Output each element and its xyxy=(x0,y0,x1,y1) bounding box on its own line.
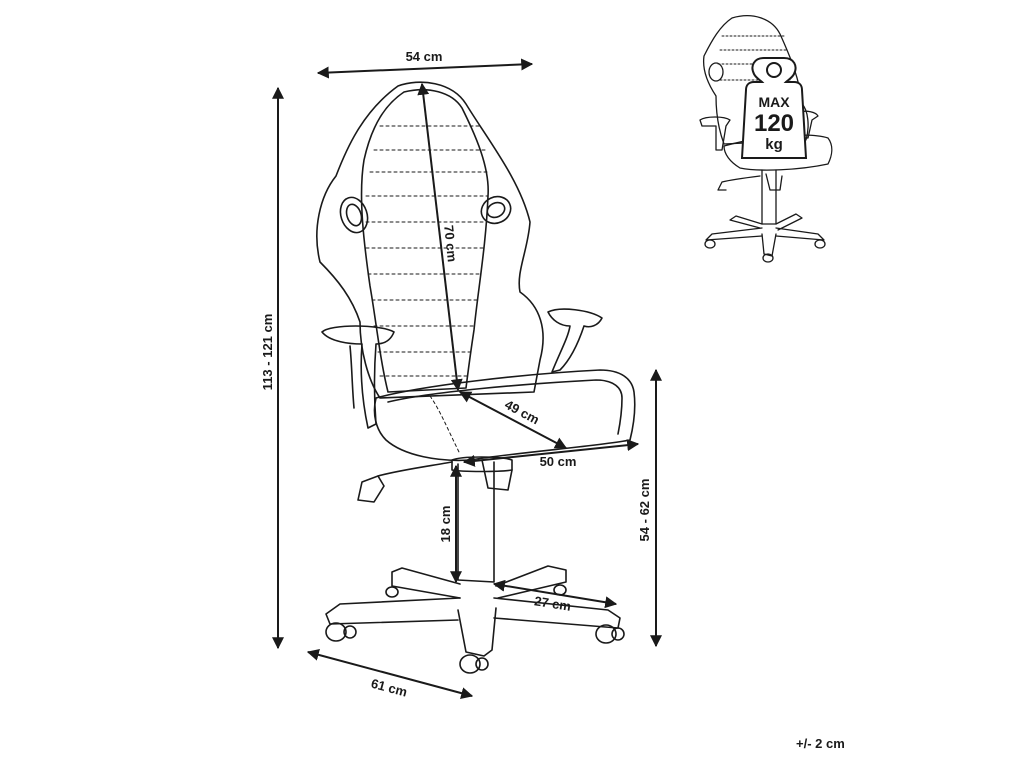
right-head-hole xyxy=(480,195,512,225)
backrest xyxy=(316,81,544,399)
gas-lift xyxy=(457,461,495,583)
base-width-arrow xyxy=(306,649,474,699)
seat-depth-arrow xyxy=(458,391,568,449)
base-leg-front xyxy=(457,607,497,657)
main-chair-drawing xyxy=(316,81,636,674)
backrest-arrow xyxy=(417,82,463,392)
base-radius-arrow xyxy=(492,579,618,609)
backrest-panel xyxy=(360,88,489,393)
seat-depth-label: 49 cm xyxy=(502,397,542,428)
height-lever xyxy=(377,461,453,477)
capacity-unit: kg xyxy=(765,136,783,153)
base-leg-left xyxy=(325,597,461,625)
width-label: 54 cm xyxy=(406,49,443,64)
right-armrest xyxy=(547,308,603,373)
gas-lift-label: 18 cm xyxy=(438,506,453,543)
tolerance-note: +/- 2 cm xyxy=(796,736,845,751)
seat-height-label: 54 - 62 cm xyxy=(637,479,652,542)
left-armrest xyxy=(321,325,395,429)
caster-back-left xyxy=(385,586,399,598)
small-left-armrest xyxy=(699,116,731,151)
backrest-stitching xyxy=(365,125,489,377)
weight-icon xyxy=(740,57,808,159)
capacity-chair-drawing xyxy=(699,15,833,263)
base-radius-label: 27 cm xyxy=(533,593,572,614)
backrest-label: 70 cm xyxy=(441,224,460,262)
dimension-lines xyxy=(272,58,662,699)
capacity-max-label: MAX xyxy=(758,94,790,110)
capacity-value: 120 xyxy=(754,110,794,137)
left-head-hole xyxy=(339,196,369,234)
width-arrow xyxy=(316,58,534,79)
height-label: 113 - 121 cm xyxy=(260,314,275,391)
caster-front xyxy=(459,654,481,674)
caster-left xyxy=(325,622,347,642)
base-leg-back xyxy=(391,567,461,599)
caster-right xyxy=(595,624,617,644)
seat-width-arrow xyxy=(462,439,640,467)
seat-width-label: 50 cm xyxy=(540,454,577,469)
small-backrest xyxy=(702,15,809,145)
base-width-label: 61 cm xyxy=(369,676,409,700)
